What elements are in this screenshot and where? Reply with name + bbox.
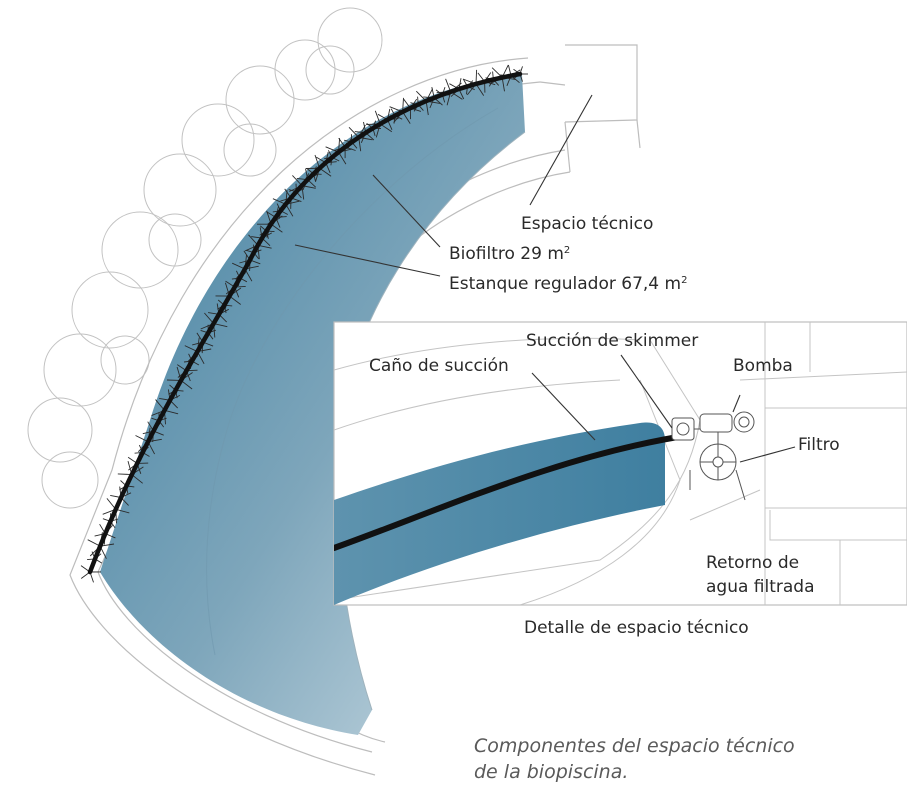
label-cano-succion: Caño de succión	[369, 355, 509, 377]
label-biofiltro-text: Biofiltro 29 m	[449, 244, 564, 264]
label-estanque-text: Estanque regulador 67,4 m	[449, 274, 681, 294]
label-retorno-2: agua filtrada	[706, 576, 815, 598]
label-filtro: Filtro	[798, 434, 840, 456]
label-estanque: Estanque regulador 67,4 m2	[449, 270, 687, 295]
label-estanque-sup: 2	[681, 275, 687, 286]
label-bomba: Bomba	[733, 355, 793, 377]
label-detalle: Detalle de espacio técnico	[524, 617, 749, 639]
label-biofiltro: Biofiltro 29 m2	[449, 240, 570, 265]
label-retorno-1: Retorno de	[706, 552, 799, 574]
caption-line-1: Componentes del espacio técnico	[474, 733, 795, 759]
caption-line-2: de la biopiscina.	[474, 759, 628, 785]
label-succion-skimmer: Succión de skimmer	[526, 330, 698, 352]
label-espacio-tecnico: Espacio técnico	[521, 213, 653, 235]
label-biofiltro-sup: 2	[564, 245, 570, 256]
